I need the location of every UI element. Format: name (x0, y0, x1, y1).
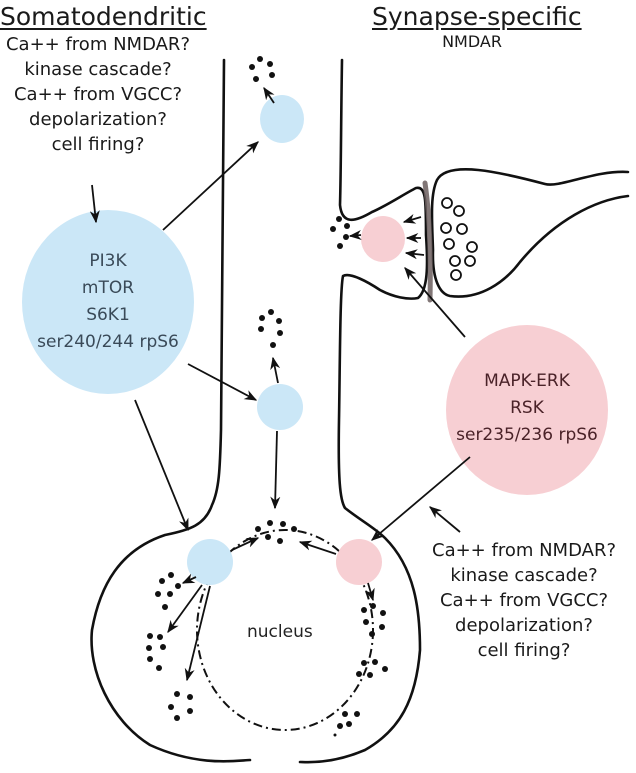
translation-site-blue-soma (187, 539, 233, 585)
left-panel: Somatodendritic Ca++ from NMDAR? kinase … (0, 2, 207, 157)
arrow-psd-1 (402, 213, 422, 224)
synaptic-vesicles (440, 197, 478, 281)
arrow-dendrite-to-soma (270, 430, 281, 510)
right-panel-header: Synapse-specific NMDAR (372, 2, 582, 52)
right-trigger-1: Ca++ from NMDAR? (432, 540, 617, 561)
arrow-soma-blue-to-left3 (184, 585, 211, 682)
vesicle (443, 238, 455, 250)
nucleus-envelope (196, 529, 374, 731)
arrow-soma-blue-to-left2 (167, 584, 203, 634)
arrow-distal-to-dots (263, 86, 275, 104)
dot-cluster-icon (356, 659, 388, 678)
translation-site-blue-dendrite (257, 384, 303, 430)
dendrite-right-membrane-upper (298, 58, 429, 764)
nucleus-label: nucleus (247, 622, 313, 642)
ribosome-dot-clusters (146, 56, 388, 737)
arrow-pi3k-to-distal (162, 141, 259, 231)
dot-cluster-icon (249, 56, 275, 82)
right-trigger-3: Ca++ from VGCC? (439, 590, 609, 611)
arrows (89, 86, 471, 682)
pi3k-pathway-label: PI3K mTOR S6K1 ser240/244 rpS6 (22, 248, 194, 356)
left-trigger-5: cell firing? (51, 134, 145, 155)
arrow-spine-red-to-dots (348, 229, 362, 240)
left-trigger-3: Ca++ from VGCC? (13, 84, 183, 105)
dot-cluster-icon (255, 520, 297, 544)
translation-site-red-spine (361, 216, 405, 262)
arrow-soma-blue-to-dots (231, 537, 260, 551)
vesicle (450, 269, 462, 281)
mapk-line-3: ser235/236 rpS6 (456, 425, 598, 445)
arrow-pi3k-to-soma (134, 399, 189, 532)
mapk-pathway-label: MAPK-ERK RSK ser235/236 rpS6 (446, 368, 608, 449)
arrow-left-trigger (89, 184, 100, 224)
right-panel-subtitle: NMDAR (442, 32, 502, 51)
postsynaptic-density (422, 180, 433, 303)
vesicle (456, 223, 468, 235)
arrow-psd-3 (404, 249, 425, 260)
vesicle (449, 255, 461, 267)
dot-cluster-icon (258, 309, 283, 348)
right-panel-triggers: Ca++ from NMDAR? kinase cascade? Ca++ fr… (432, 538, 616, 663)
right-trigger-5: cell firing? (477, 640, 571, 661)
mapk-line-1: MAPK-ERK (484, 371, 570, 391)
vesicle (466, 241, 478, 253)
dot-cluster-icon (330, 216, 350, 249)
dot-cluster-icon (155, 572, 181, 610)
dot-cluster-icon (146, 633, 166, 671)
right-panel-title: Synapse-specific (372, 2, 582, 31)
left-trigger-2: kinase cascade? (24, 59, 172, 80)
presynaptic-terminal (430, 168, 630, 298)
pi3k-line-3: S6K1 (86, 305, 130, 325)
left-panel-title: Somatodendritic (0, 2, 207, 31)
arrow-soma-red-to-dots (298, 540, 337, 555)
mapk-line-2: RSK (510, 398, 544, 418)
right-trigger-2: kinase cascade? (450, 565, 598, 586)
neuron-outline (90, 58, 630, 764)
dot-cluster-icon (168, 691, 193, 721)
right-trigger-4: depolarization? (455, 615, 593, 636)
arrow-right-trigger (429, 506, 461, 533)
pi3k-pathway-circle (22, 210, 194, 394)
arrow-soma-red-to-right (364, 582, 375, 602)
vesicle (453, 205, 465, 217)
dendrite-left-membrane (90, 58, 252, 763)
mapk-pathway-circle (446, 325, 608, 495)
vesicle (441, 197, 453, 209)
pi3k-line-2: mTOR (81, 278, 135, 298)
vesicle (464, 255, 476, 267)
dot-cluster-icon (361, 603, 386, 637)
translation-site-blue-distal (260, 95, 304, 143)
arrow-pi3k-to-dendrite (187, 363, 258, 401)
vesicle (440, 222, 452, 234)
pi3k-line-4: ser240/244 rpS6 (37, 332, 179, 352)
translation-site-red-soma (336, 539, 382, 585)
arrow-mapk-to-spine (404, 267, 466, 338)
left-trigger-4: depolarization? (29, 109, 167, 130)
arrow-mapk-to-soma (371, 456, 471, 541)
pi3k-line-1: PI3K (89, 251, 127, 271)
dot-cluster-icon (333, 711, 360, 737)
arrow-soma-blue-to-left1 (181, 573, 197, 584)
arrow-dendrite-to-dots (270, 356, 281, 384)
left-trigger-1: Ca++ from NMDAR? (5, 34, 190, 55)
